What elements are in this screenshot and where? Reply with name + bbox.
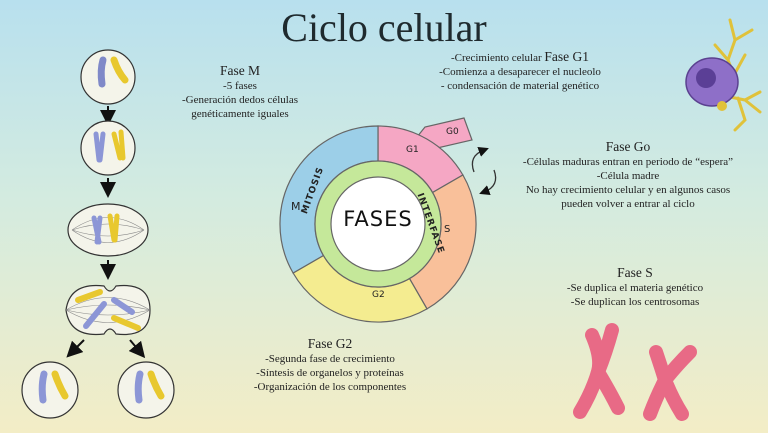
fase-g0-heading: Fase Go [605, 139, 651, 154]
fase-g1-heading: Fase G1 [544, 49, 590, 64]
cell-interphase [80, 49, 136, 105]
fase-g0-line: pueden volver a entrar al ciclo [561, 198, 695, 210]
fase-g1-line: -Comienza a desaparecer el nucleolo [439, 66, 601, 78]
cell-metaphase [67, 203, 149, 257]
fase-m-line: genéticamente iguales [191, 108, 289, 120]
fase-g1-line: - condensación de material genético [440, 80, 600, 92]
cell-anaphase [65, 284, 151, 336]
fase-g2-heading: Fase G2 [307, 336, 353, 351]
chromosomes-icon [573, 323, 697, 421]
fase-g1-line: -Crecimiento celular [450, 52, 542, 64]
g0-segment-label: G0 [446, 127, 459, 137]
m-segment-label: M [291, 200, 301, 213]
fase-g0-line: -Células maduras entran en periodo de “e… [522, 156, 734, 168]
rotation-arrows-icon [471, 146, 497, 196]
fase-m-heading: Fase M [219, 63, 261, 78]
g1-segment-label: G1 [406, 145, 419, 155]
fase-g0-text: Fase Go -Células maduras entran en perio… [500, 138, 756, 211]
fase-g0-line: No hay crecimiento celular y en algunos … [525, 184, 731, 196]
fase-s-line: -Se duplica el materia genético [566, 282, 704, 294]
fase-g2-line: -Segunda fase de crecimiento [265, 353, 395, 365]
fase-m-text: Fase M -5 fases -Generación dedos célula… [160, 62, 320, 121]
nerve-cell-icon [685, 18, 762, 132]
daughter-cell-left [21, 361, 79, 419]
s-segment-label: S [444, 224, 451, 235]
wheel-center-label: FASES [343, 207, 413, 231]
fase-s-line: -Se duplican los centrosomas [570, 296, 700, 308]
center-disc [330, 176, 426, 272]
fase-g2-line: -Síntesis de organelos y proteínas [256, 367, 404, 379]
g2-segment-label: G2 [372, 290, 385, 300]
cell-prophase [80, 120, 136, 176]
fase-m-line: -5 fases [223, 80, 257, 92]
fase-g1-text: -Crecimiento celular Fase G1 -Comienza a… [415, 48, 625, 93]
page-title: Ciclo celular [281, 5, 487, 50]
mitosis-sequence [21, 49, 175, 419]
fase-m-line: -Generación dedos células [181, 94, 299, 106]
fase-s-text: Fase S -Se duplica el materia genético -… [545, 264, 725, 309]
fase-g0-line: -Célula madre [596, 170, 660, 182]
daughter-cell-right [117, 361, 175, 419]
fase-g2-text: Fase G2 -Segunda fase de crecimiento -Sí… [225, 335, 435, 394]
fase-g2-line: -Organización de los componentes [253, 381, 407, 393]
fase-s-heading: Fase S [617, 265, 653, 280]
cell-cycle-wheel [279, 117, 477, 323]
